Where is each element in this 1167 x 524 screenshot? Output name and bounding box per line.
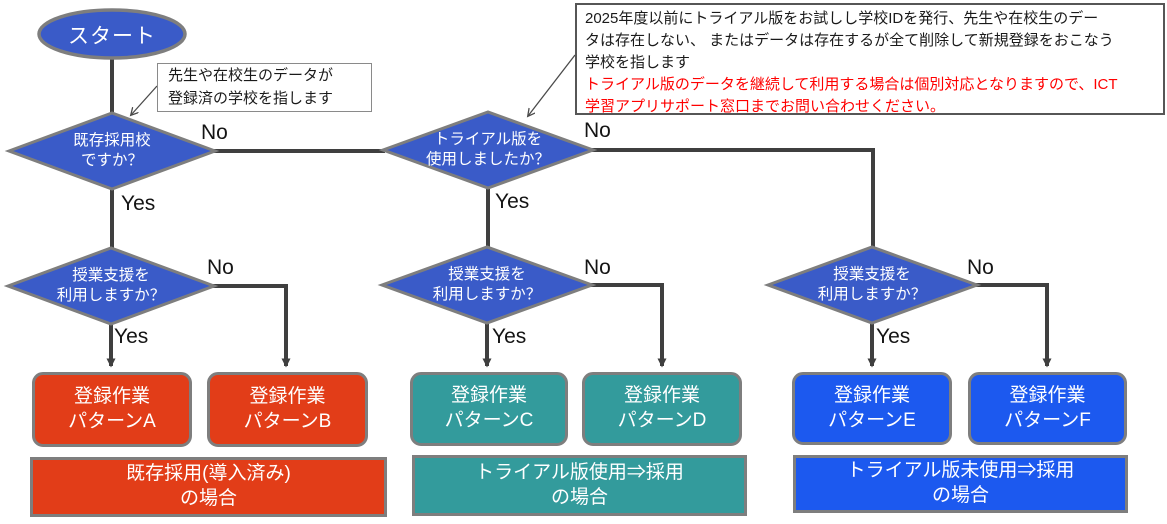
decision-existing-school-label: 既存採用校 ですか？	[73, 131, 151, 169]
result-pattern-d: 登録作業 パターンD	[582, 372, 742, 446]
category-trial-used: トライアル版使用⇒採用 の場合	[412, 455, 747, 516]
result-pattern-b: 登録作業 パターンB	[207, 372, 368, 447]
note-trial-info-red-text: トライアル版のデータを継続して利用する場合は個別対応となりますので、ICT 学習…	[585, 75, 1118, 115]
note-trial-info: 2025年度以前にトライアル版をお試しし学校IDを発行、先生や在校生のデー タは…	[575, 3, 1165, 115]
note-trial-info-black-text: 2025年度以前にトライアル版をお試しし学校IDを発行、先生や在校生のデー タは…	[585, 10, 1114, 71]
label-no-trial: No	[584, 119, 611, 142]
label-no-existing: No	[201, 121, 228, 144]
decision-lesson-support-mid-shape	[377, 245, 597, 325]
result-pattern-f: 登録作業 パターンF	[968, 372, 1127, 445]
label-yes-trial: Yes	[495, 190, 530, 213]
edge-right-no	[975, 283, 1052, 368]
result-pattern-c: 登録作業 パターンC	[410, 372, 568, 446]
category-trial-unused: トライアル版未使用⇒採用 の場合	[793, 455, 1128, 513]
decision-lesson-support-right-label: 授業支援を 利用しますか？	[817, 265, 927, 303]
label-yes-left: Yes	[114, 325, 149, 348]
start-node-shape	[37, 8, 187, 60]
decision-lesson-support-mid-label: 授業支援を 利用しますか？	[432, 265, 542, 303]
category-existing: 既存採用(導入済み) の場合	[30, 457, 387, 517]
edge-mid-no	[590, 283, 667, 368]
start-node-label: スタート	[68, 25, 156, 48]
note1-arrow	[131, 85, 158, 115]
decision-existing-school-shape	[4, 111, 220, 191]
label-no-mid: No	[584, 256, 611, 279]
label-no-right: No	[967, 256, 994, 279]
label-yes-mid: Yes	[492, 325, 527, 348]
decision-trial-used-shape	[378, 110, 598, 190]
decision-lesson-support-right-shape	[763, 245, 982, 325]
label-yes-existing: Yes	[121, 192, 156, 215]
label-yes-right: Yes	[876, 325, 911, 348]
result-pattern-e: 登録作業 パターンE	[792, 372, 952, 445]
note2-arrow	[528, 54, 576, 116]
result-pattern-a: 登録作業 パターンA	[32, 372, 192, 447]
label-no-left: No	[207, 256, 234, 279]
edge-trial-no	[591, 148, 875, 249]
note-existing-school: 先生や在校生のデータが 登録済の学校を指します	[157, 63, 372, 112]
decision-lesson-support-left-label: 授業支援を 利用しますか？	[56, 266, 166, 304]
edge-left-no	[212, 284, 291, 368]
decision-lesson-support-left-shape	[3, 246, 219, 326]
decision-trial-used-label: トライアル版を 使用しましたか？	[425, 130, 550, 168]
